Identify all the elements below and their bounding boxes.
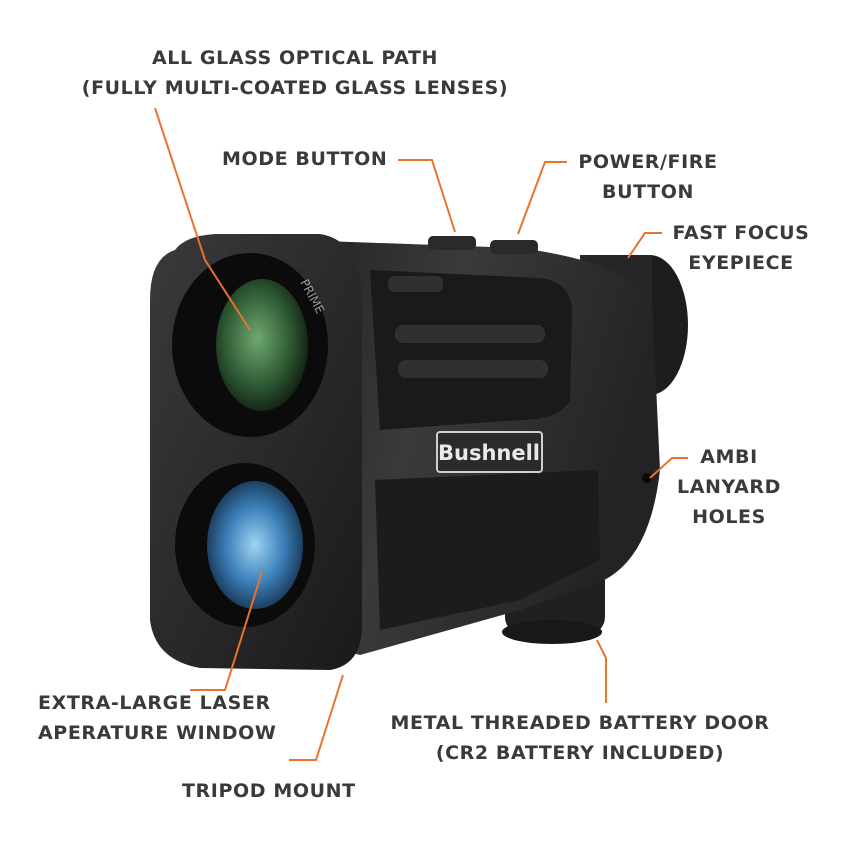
grip-panel — [370, 270, 573, 430]
mode-button-label: MODE BUTTON — [222, 148, 388, 170]
lanyard-hole-shape — [642, 473, 652, 483]
optical-path-label: ALL GLASS OPTICAL PATH (FULLY MULTI-COAT… — [81, 47, 509, 99]
laser-window-line — [190, 571, 263, 691]
mode-button-shape — [428, 236, 476, 250]
power-fire-line — [517, 161, 567, 235]
power-fire-label: POWER/FIRE BUTTON — [578, 151, 718, 203]
grip-ridge — [398, 360, 548, 378]
grip-ridge — [388, 276, 443, 292]
grip-ridge — [395, 325, 545, 343]
eyepiece-label: FAST FOCUS EYEPIECE — [672, 222, 810, 274]
mode-button-line — [398, 159, 456, 233]
battery-door-line — [596, 639, 607, 703]
battery-door-label: METAL THREADED BATTERY DOOR (CR2 BATTERY… — [390, 712, 770, 764]
laser-window-glass — [207, 481, 303, 609]
brand-logo: Bushnell — [438, 441, 540, 465]
laser-window-label: EXTRA-LARGE LASER APERATURE WINDOW — [38, 692, 277, 744]
eyepiece-line — [627, 232, 662, 259]
optical-path-line — [154, 107, 251, 331]
brand-badge — [436, 431, 543, 473]
lanyard-line — [649, 457, 688, 479]
fire-button-shape — [490, 240, 538, 254]
tripod-line — [289, 674, 344, 761]
tripod-label: TRIPOD MOUNT — [182, 780, 356, 802]
lower-grip — [375, 470, 600, 630]
lanyard-label: AMBI LANYARD HOLES — [677, 446, 781, 528]
